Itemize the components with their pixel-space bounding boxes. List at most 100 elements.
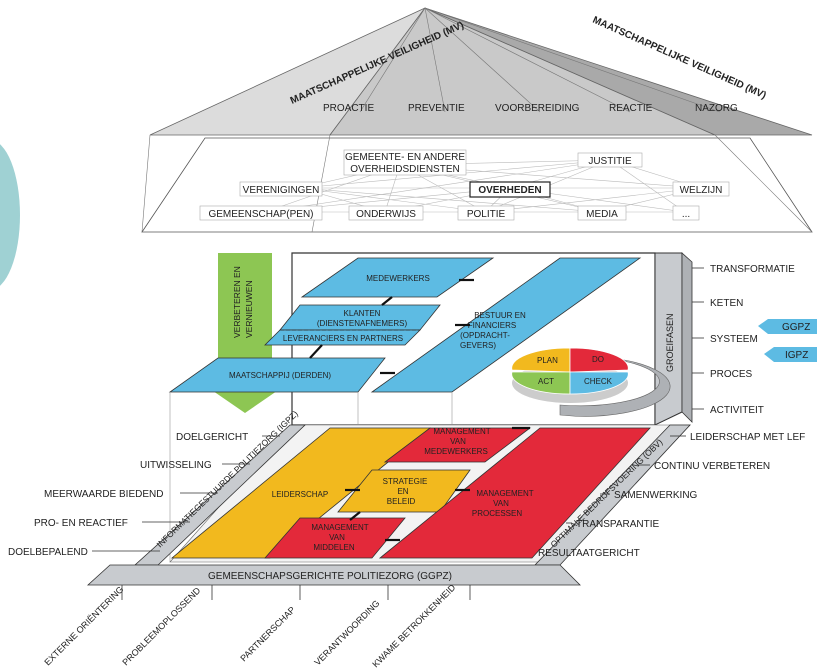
bottom-label-probleem: PROBLEEMOPLOSSEND [120, 585, 202, 667]
area-planes: LEIDERSCHAP MANAGEMENT VAN MEDEWERKERS S… [170, 426, 651, 559]
label-medewerkers: MEDEWERKERS [366, 274, 430, 283]
label-strategie-2: EN [397, 487, 408, 496]
network-plane: GEMEENTE- EN ANDERE OVERHEIDSDIENSTEN JU… [141, 134, 813, 233]
plane-mgmt-processen [378, 427, 651, 559]
node-gemeente-line2: OVERHEIDSDIENSTEN [350, 164, 459, 175]
label-mgmt-processen-1: MANAGEMENT [476, 489, 533, 498]
node-gemeente-box [343, 149, 467, 176]
label-strategie-1: STRATEGIE [383, 477, 428, 486]
pdca-plan-label: PLAN [537, 356, 558, 365]
right-label-resultaat: RESULTAATGERICHT [538, 548, 640, 559]
igpz-arrow-label: IGPZ [785, 350, 808, 361]
pdca-do [569, 347, 629, 373]
left-label-pro-reactief: PRO- EN REACTIEF [34, 518, 128, 529]
label-mgmt-medewerkers-3: MEDEWERKERS [424, 447, 488, 456]
level-systeem: SYSTEEM [710, 334, 758, 345]
pdca-plan [511, 347, 571, 373]
bottom-labels: EXTERNE ORIËNTERING PROBLEEMOPLOSSEND PA… [42, 582, 471, 668]
left-labels: DOELGERICHT UITWISSELING MEERWAARDE BIED… [8, 432, 280, 558]
ggpz-band [86, 564, 581, 586]
label-klanten-2: (DIENSTENAFNEMERS) [317, 319, 408, 328]
phase-proactie: PROACTIE [323, 103, 374, 114]
pdca-do-label: DO [592, 355, 604, 364]
label-klanten-1: KLANTEN [344, 309, 381, 318]
pdca-act-label: ACT [538, 377, 554, 386]
decorative-circle [0, 144, 20, 286]
node-gemeente-line1: GEMEENTE- EN ANDERE [345, 152, 465, 163]
label-mgmt-processen-3: PROCESSEN [472, 509, 522, 518]
level-proces: PROCES [710, 369, 753, 380]
plane-mgmt-medewerkers [383, 427, 532, 463]
groeifasen-title: GROEIFASEN [665, 313, 675, 372]
pdca-act [511, 371, 571, 395]
pdca-wheel: PLAN DO ACT CHECK [511, 347, 671, 417]
left-label-doelbepalend: DOELBEPALEND [8, 547, 88, 558]
node-justitie: JUSTITIE [588, 156, 632, 167]
verbeteren-line2: VERNIEUWEN [244, 280, 254, 338]
plane-medewerkers [300, 257, 495, 298]
right-labels: LEIDERSCHAP MET LEF CONTINU VERBETEREN S… [538, 432, 805, 559]
node-verenigingen-box [239, 181, 323, 197]
label-mgmt-medewerkers-1: MANAGEMENT [433, 427, 490, 436]
node-onderwijs-box [348, 205, 424, 221]
label-strategie-3: BELEID [387, 497, 416, 506]
node-welzijn: WELZIJN [680, 185, 723, 196]
plane-mgmt-middelen [264, 517, 406, 559]
label-mgmt-middelen-1: MANAGEMENT [311, 523, 368, 532]
node-gemeenschap-box [199, 205, 323, 221]
right-label-leiderschap: LEIDERSCHAP MET LEF [690, 432, 805, 443]
level-keten: KETEN [710, 298, 743, 309]
label-maatschappij: MAATSCHAPPIJ (DERDEN) [229, 371, 331, 380]
node-onderwijs: ONDERWIJS [356, 209, 416, 220]
left-label-doelgericht: DOELGERICHT [176, 432, 248, 443]
pdca-check [569, 371, 629, 395]
pyramid: MAATSCHAPPELIJKE VEILIGHEID (MV) MAATSCH… [149, 7, 813, 136]
bottom-label-betrokkenheid: KWAME BETROKKENHEID [370, 582, 457, 668]
node-media-box [577, 205, 627, 221]
level-transformatie: TRANSFORMATIE [710, 264, 795, 275]
groeifasen-column-side [681, 252, 693, 423]
bottom-label-verantwoording: VERANTWOORDING [312, 598, 381, 667]
label-mgmt-processen-2: VAN [493, 499, 509, 508]
label-bestuur-4: GEVERS) [460, 341, 496, 350]
node-overheden-box [469, 181, 551, 198]
node-etc-box [672, 205, 700, 221]
bottom-label-partnerschap: PARTNERSCHAP [238, 605, 297, 664]
node-overheden: OVERHEDEN [478, 185, 541, 196]
node-politie: POLITIE [467, 209, 506, 220]
bottom-label-extern: EXTERNE ORIËNTERING [42, 584, 125, 667]
node-welzijn-box [672, 181, 730, 197]
igpz-arrow [764, 347, 817, 362]
right-label-verbeteren: CONTINU VERBETEREN [654, 461, 770, 472]
label-bestuur-1: BESTUUR EN [474, 311, 526, 320]
node-gemeenschap: GEMEENSCHAP(PEN) [208, 209, 313, 220]
label-leiderschap: LEIDERSCHAP [272, 490, 328, 499]
phase-voorbereiding: VOORBEREIDING [495, 103, 580, 114]
label-leveranciers: LEVERANCIERS EN PARTNERS [283, 334, 403, 343]
label-mgmt-medewerkers-2: VAN [450, 437, 466, 446]
right-label-transparantie: TRANSPARANTIE [576, 519, 659, 530]
label-bestuur-2: FINANCIERS [468, 321, 516, 330]
ggpz-band-label: GEMEENSCHAPSGERICHTE POLITIEZORG (GGPZ) [208, 571, 452, 582]
left-label-uitwisseling: UITWISSELING [140, 460, 212, 471]
stakeholder-planes: MEDEWERKERS KLANTEN (DIENSTENAFNEMERS) L… [168, 257, 642, 562]
pdca-check-label: CHECK [584, 377, 613, 386]
ggpz-arrow [758, 319, 817, 334]
label-bestuur-3: (OPDRACHT- [460, 331, 510, 340]
right-label-samenwerking: SAMENWERKING [614, 490, 698, 501]
level-activiteit: ACTIVITEIT [710, 405, 764, 416]
node-etc: ... [682, 209, 690, 220]
node-justitie-box [577, 152, 643, 168]
node-politie-box [457, 205, 515, 221]
node-media: MEDIA [586, 209, 618, 220]
phase-nazorg: NAZORG [695, 103, 738, 114]
node-verenigingen: VERENIGINGEN [243, 185, 320, 196]
pdca-ring [559, 357, 671, 417]
ggpz-arrow-label: GGPZ [782, 322, 810, 333]
label-mgmt-middelen-3: MIDDELEN [313, 543, 355, 552]
left-label-meerwaarde: MEERWAARDE BIEDEND [44, 489, 163, 500]
verbeteren-line1: VERBETEREN EN [232, 266, 242, 338]
pyramid-right-face [424, 7, 813, 136]
phase-reactie: REACTIE [609, 103, 653, 114]
